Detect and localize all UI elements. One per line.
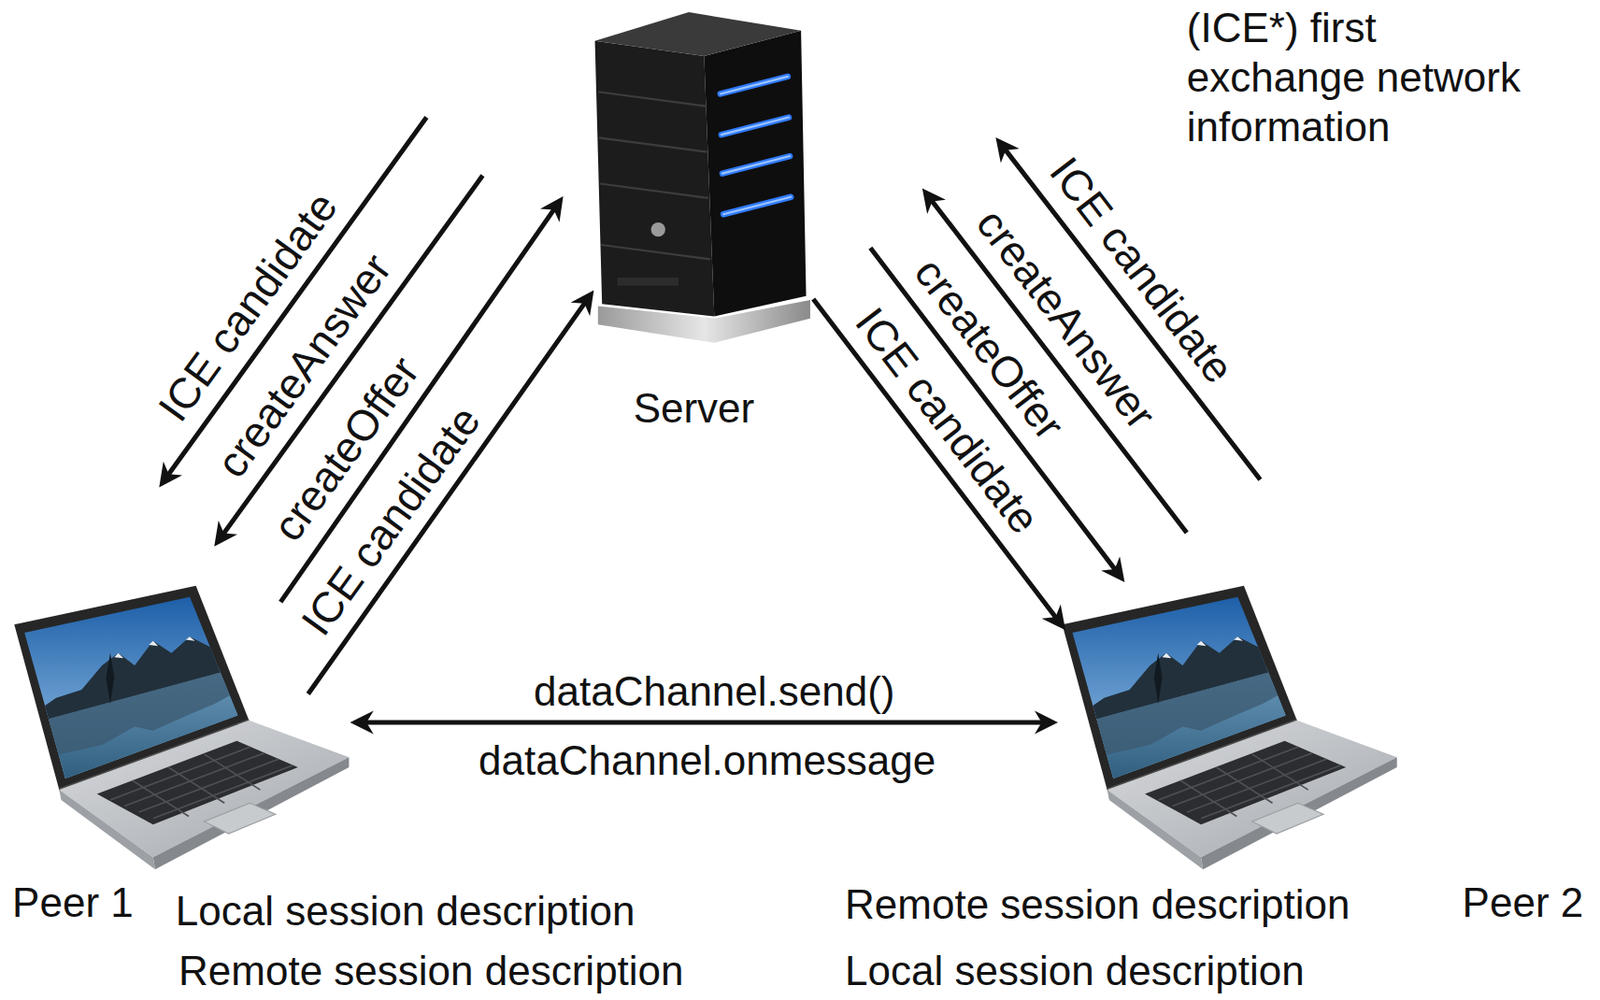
note-label: Remote session description xyxy=(844,883,1350,927)
note-label: dataChannel.onmessage xyxy=(478,739,936,783)
drive-bays xyxy=(598,91,711,259)
signal-arrow xyxy=(308,296,590,695)
server-panel xyxy=(617,277,680,286)
note-label: Remote session description xyxy=(178,949,684,993)
server-top xyxy=(595,12,802,57)
device-label: Server xyxy=(633,386,756,430)
server-side xyxy=(703,30,806,317)
edge-label: dataChannel.send() xyxy=(533,670,895,714)
device-node: Server xyxy=(591,0,806,434)
signal-arrow xyxy=(813,299,1061,625)
note-label: (ICE*) first exchange network informatio… xyxy=(1186,3,1552,152)
signal-arrow xyxy=(218,175,484,542)
signal-arrow xyxy=(357,720,1051,726)
edge-label: ICE candidate xyxy=(151,184,345,429)
server-logo xyxy=(651,222,666,237)
device-label: Peer 2 xyxy=(1462,881,1585,925)
device-node: Peer 1 xyxy=(12,581,355,924)
device-label: Peer 1 xyxy=(12,881,134,925)
note-label: Local session description xyxy=(175,889,636,933)
server-tower xyxy=(595,12,811,343)
device-node: Peer 2 xyxy=(1061,581,1399,888)
note-label: Local session description xyxy=(844,949,1305,993)
server-front xyxy=(595,41,715,317)
signal-arrow xyxy=(870,247,1121,577)
server-leds-glow xyxy=(720,76,791,215)
laptop-illustration xyxy=(1062,585,1398,871)
server-leds xyxy=(720,76,791,215)
laptop-illustration xyxy=(14,585,349,871)
edge-label: ICE candidate xyxy=(294,398,488,643)
